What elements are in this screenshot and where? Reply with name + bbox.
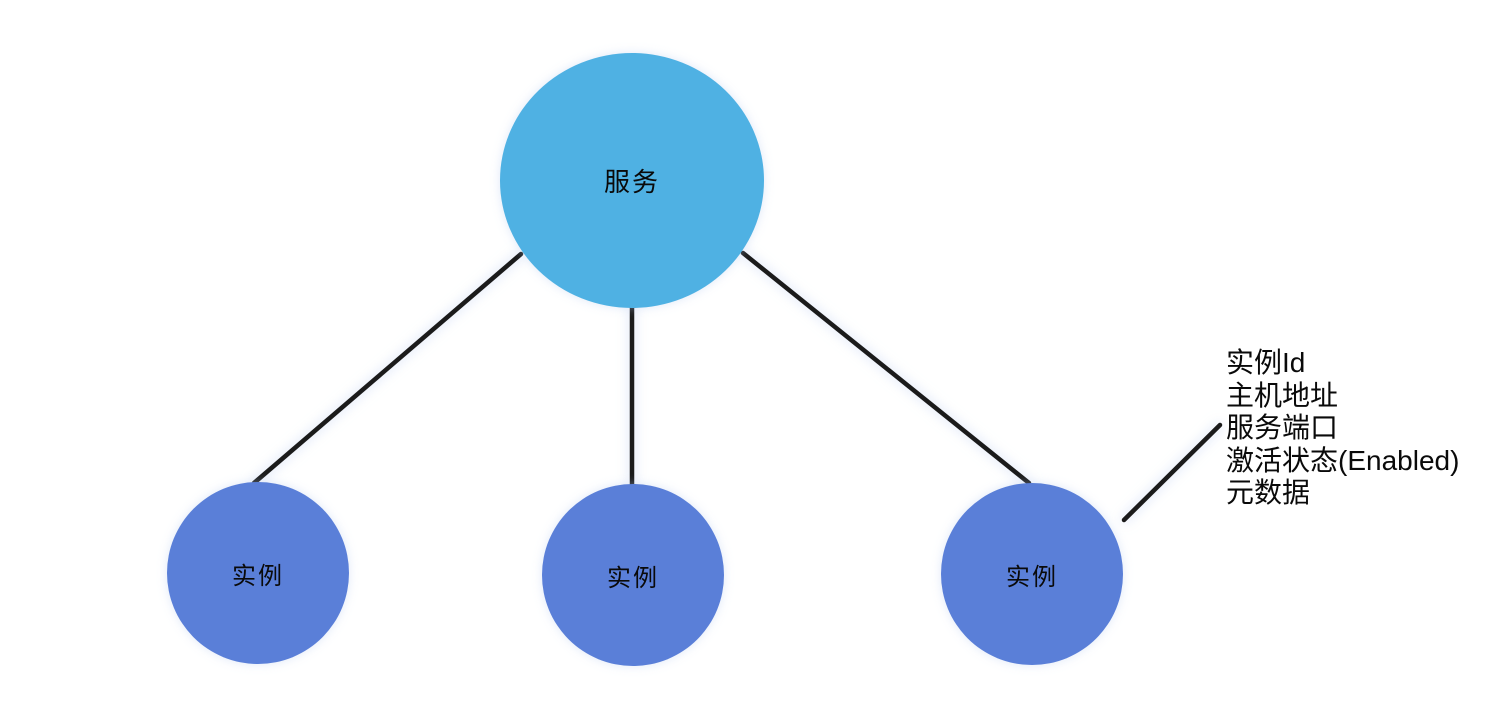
edge-instance-right-to-annotation bbox=[1121, 422, 1223, 523]
instance-attributes-list: 实例Id 主机地址 服务端口 激活状态(Enabled) 元数据 bbox=[1226, 347, 1459, 510]
instance-attribute-host: 主机地址 bbox=[1226, 379, 1339, 411]
node-service-label: 服务 bbox=[603, 167, 660, 197]
node-service: 服务 bbox=[500, 53, 764, 308]
node-instance-left-label: 实例 bbox=[232, 562, 284, 590]
node-instance-right-label: 实例 bbox=[1006, 563, 1058, 591]
instance-attribute-enabled: 激活状态(Enabled) bbox=[1226, 444, 1460, 476]
node-instance-left: 实例 bbox=[167, 482, 349, 664]
node-instance-middle-label: 实例 bbox=[607, 564, 659, 592]
edge-service-to-instance-right bbox=[740, 250, 1032, 486]
edge-service-to-instance-left bbox=[251, 251, 524, 486]
node-instance-right: 实例 bbox=[941, 483, 1123, 665]
node-instance-middle: 实例 bbox=[542, 484, 724, 666]
instance-attribute-port: 服务端口 bbox=[1226, 412, 1339, 443]
instance-attribute-id: 实例Id bbox=[1226, 347, 1306, 378]
instance-attribute-metadata: 元数据 bbox=[1226, 477, 1311, 508]
